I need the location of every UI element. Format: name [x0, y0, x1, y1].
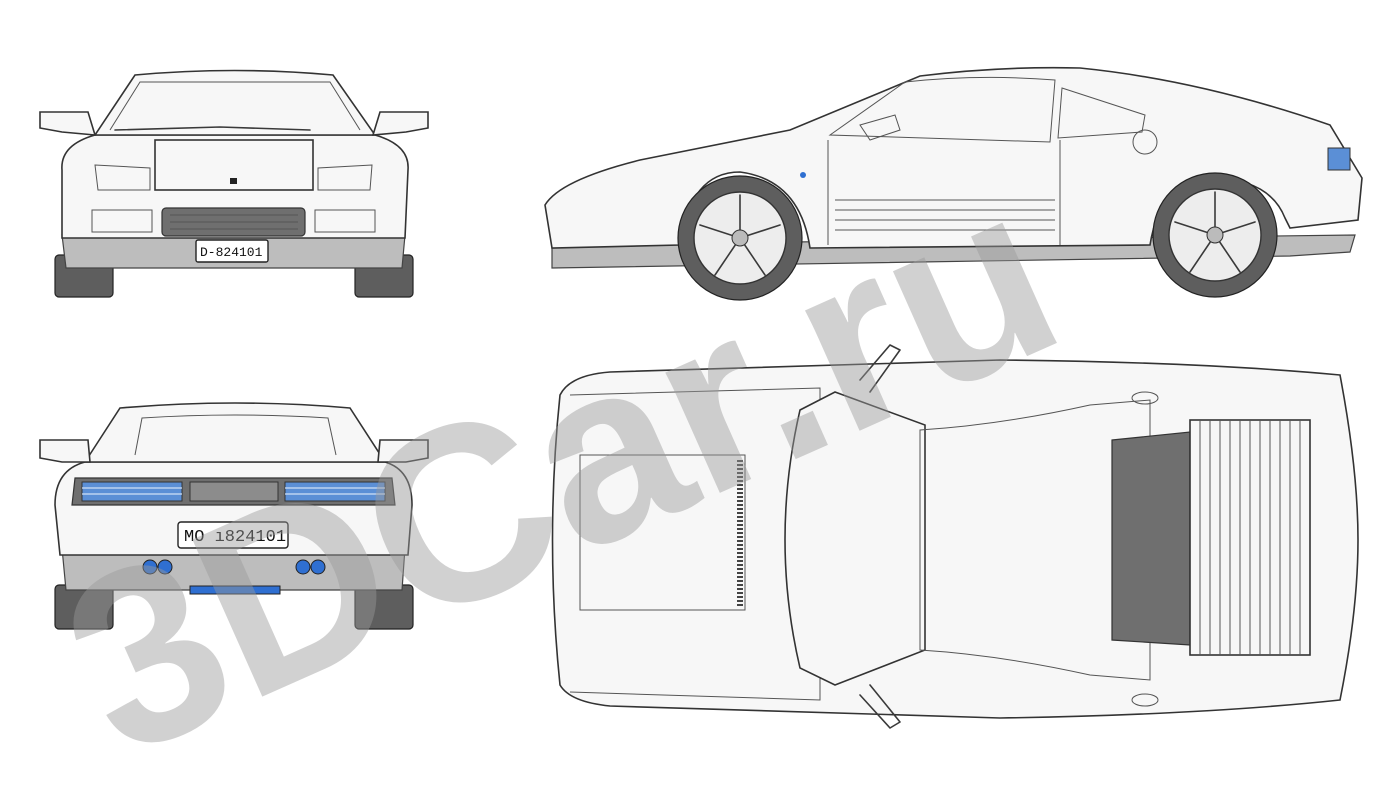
- top-mirror-left: [859, 344, 901, 393]
- front-badge: [230, 178, 237, 184]
- front-windshield-frame: [109, 81, 361, 131]
- rear-plate: [177, 521, 289, 549]
- side-door-lines: [827, 140, 1061, 245]
- rear-view: MO ı824101: [39, 402, 429, 630]
- front-plate: [195, 239, 269, 263]
- top-mirror-right: [859, 684, 901, 729]
- side-window-front: [828, 76, 1056, 143]
- rear-center-panel: [189, 481, 279, 502]
- fuel-cap: [1132, 129, 1158, 155]
- exhaust-right-2: [310, 559, 326, 575]
- top-hood-panel: [579, 454, 746, 611]
- front-light-right: [317, 164, 373, 191]
- rear-taillight-lines: [82, 487, 385, 495]
- top-view: [551, 344, 1359, 729]
- front-mirror-right: [371, 111, 429, 136]
- rear-window: [134, 414, 337, 456]
- front-plate-text: D-824101: [200, 245, 263, 260]
- top-windshield: [784, 391, 926, 686]
- side-rear-hub: [1206, 226, 1224, 244]
- side-body: [544, 66, 1363, 249]
- side-view: [544, 66, 1363, 301]
- front-view: D-824101: [39, 69, 429, 298]
- rear-roof: [83, 402, 387, 463]
- exhaust-left-1: [142, 559, 158, 575]
- top-fuel-cap-right: [1131, 693, 1159, 707]
- front-windshield: [93, 69, 377, 136]
- front-light-left: [94, 164, 151, 191]
- side-intake-strakes: [835, 199, 1055, 231]
- front-hood-panel: [154, 139, 314, 191]
- side-front-spokes: [699, 194, 781, 276]
- front-wipers: [114, 126, 311, 131]
- rear-mirror-right: [377, 439, 429, 463]
- rear-mirror-left: [39, 439, 91, 463]
- front-mirror-left: [39, 111, 97, 136]
- top-fuel-cap-left: [1131, 391, 1159, 405]
- rear-tow-bar: [189, 585, 281, 595]
- side-rear-spokes: [1174, 191, 1256, 273]
- side-rear-light: [1327, 147, 1351, 171]
- top-louver-lines: [1199, 420, 1301, 655]
- exhaust-right-1: [295, 559, 311, 575]
- rear-taillight-right: [284, 481, 386, 502]
- side-front-hub: [731, 229, 749, 247]
- side-mirror: [859, 114, 901, 141]
- front-fog-right: [314, 209, 376, 233]
- front-fog-left: [91, 209, 153, 233]
- front-grille-slats: [170, 214, 298, 230]
- side-window-rear: [1057, 87, 1146, 139]
- rear-taillight-left: [81, 481, 183, 502]
- side-marker: [800, 172, 806, 178]
- top-engine-glass: [1111, 431, 1191, 646]
- exhaust-left-2: [157, 559, 173, 575]
- rear-plate-text: MO ı824101: [184, 528, 286, 547]
- top-roof: [919, 399, 1151, 681]
